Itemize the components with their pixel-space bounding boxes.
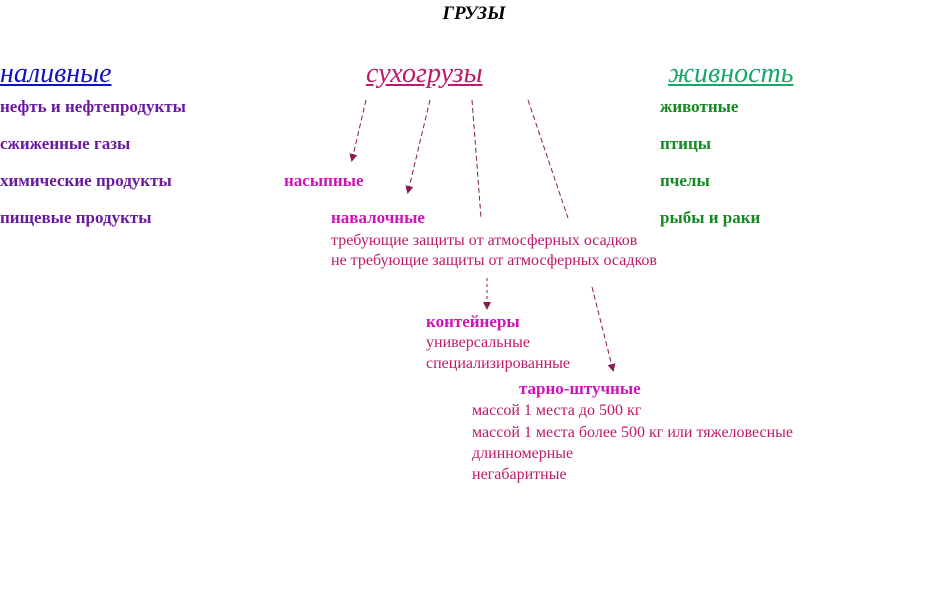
- arrow-to-piece-upper: [527, 99, 569, 219]
- category-live: живность: [668, 58, 794, 89]
- category-liquid: наливные: [0, 58, 112, 89]
- dry-piece-label: тарно-штучные: [519, 379, 641, 398]
- arrow-to-loose: [405, 99, 431, 194]
- diagram-title: ГРУЗЫ: [442, 3, 506, 24]
- live-item-bees: пчелы: [660, 171, 710, 190]
- dry-piece-item-light: массой 1 места до 500 кг: [472, 402, 642, 419]
- liquid-item-gases: сжиженные газы: [0, 134, 131, 153]
- live-item-animals: животные: [660, 97, 739, 116]
- dry-piece-item-heavy: массой 1 места более 500 кг или тяжелове…: [472, 424, 794, 441]
- liquid-item-food: пищевые продукты: [0, 208, 152, 227]
- liquid-item-oil: нефть и нефтепродукты: [0, 97, 186, 116]
- dry-containers-item-specialized: специализированные: [426, 355, 570, 372]
- dry-loose-label: навалочные: [331, 208, 425, 227]
- dry-containers-item-universal: универсальные: [426, 334, 530, 351]
- dry-piece-item-oversized: негабаритные: [472, 466, 567, 483]
- dry-bulk-label: насыпные: [284, 171, 364, 190]
- dry-piece-item-long: длинномерные: [472, 445, 574, 462]
- dry-loose-item-protected: требующие защиты от атмосферных осадков: [331, 232, 638, 249]
- arrow-to-piece: [591, 286, 616, 372]
- dry-loose-item-unprotected: не требующие защиты от атмосферных осадк…: [331, 252, 657, 269]
- arrow-to-containers: [471, 99, 482, 219]
- liquid-item-chemicals: химические продукты: [0, 171, 172, 190]
- live-item-fish: рыбы и раки: [660, 208, 761, 227]
- arrow-to-bulk: [349, 99, 367, 162]
- dry-containers-label: контейнеры: [426, 312, 520, 331]
- category-dry: сухогрузы: [366, 58, 483, 89]
- live-item-birds: птицы: [660, 134, 712, 153]
